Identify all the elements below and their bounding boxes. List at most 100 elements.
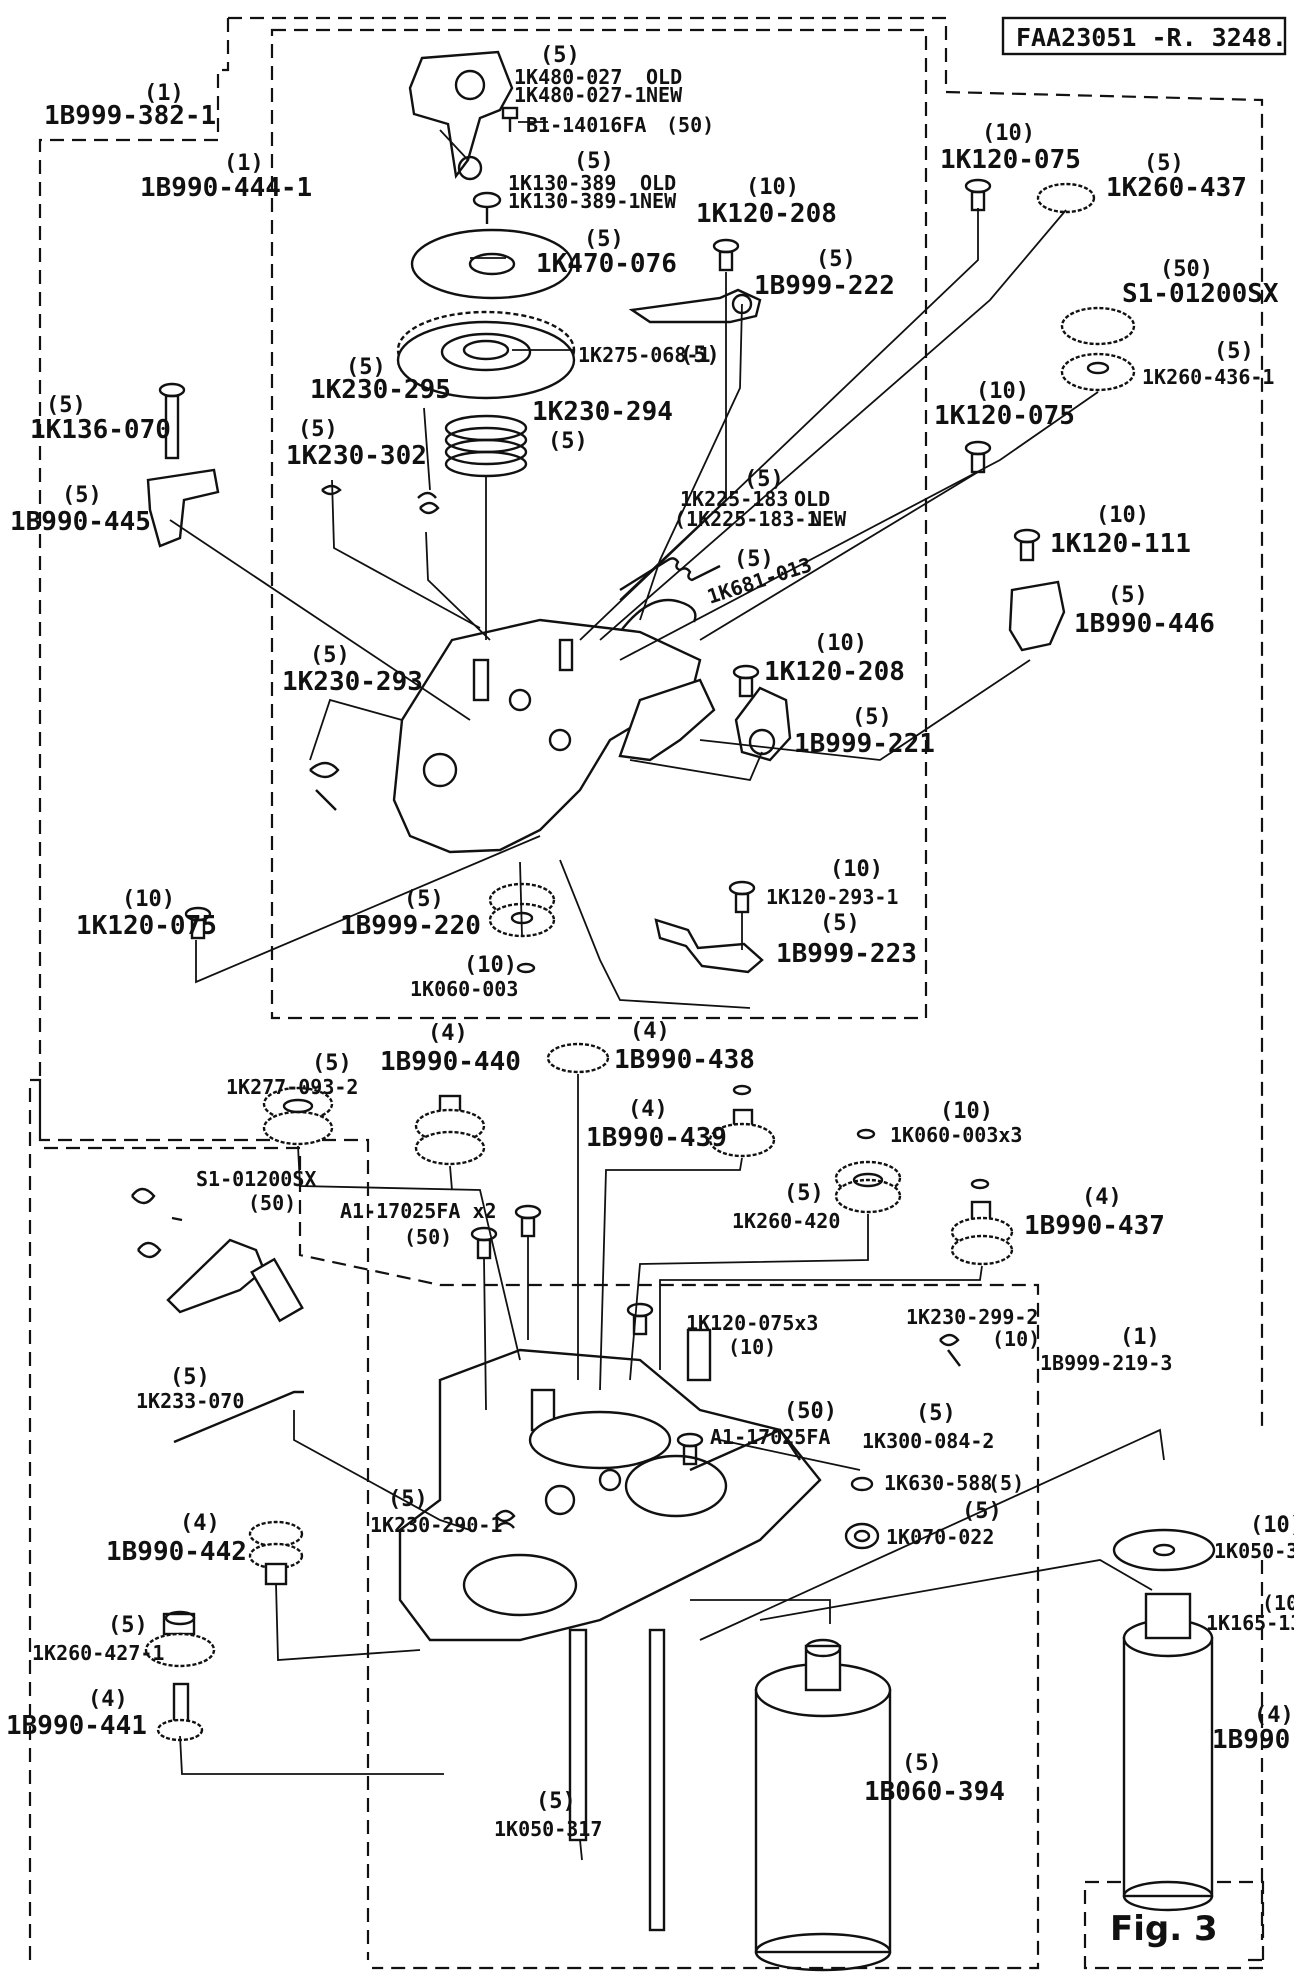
callout-c44-code: 1K120-075x3 [686, 1311, 818, 1335]
bracket-1b990-445-part [146, 468, 220, 548]
callout-c38-qty: (4) [628, 1097, 668, 1122]
callout-c54-code: 1K260-427-1 [32, 1641, 164, 1665]
spring-1k230-299-part [939, 1333, 961, 1367]
callout-c10-qty: (5) [346, 355, 386, 380]
dial-disc-part [410, 228, 574, 300]
roller-part [250, 1257, 304, 1323]
callout-c33-code: 1K120-293-1 [766, 885, 898, 909]
callout-c19-code: S1-01200SX [1122, 279, 1279, 309]
gear-1b990-437-part [950, 1200, 1014, 1266]
callout-c30-qty: (10) [122, 887, 175, 912]
main-plate-lower-part [398, 1348, 822, 1642]
gear-1b999-220-part [488, 882, 556, 938]
callout-c4-note: NEW [646, 83, 683, 107]
callout-c25-code: 1K120-111 [1050, 529, 1191, 559]
callout-c31-code: 1B999-220 [340, 911, 481, 941]
callout-c35-qty: (5) [312, 1051, 352, 1076]
callout-c37-qty: (4) [630, 1019, 670, 1044]
callout-c59-code: 1K165-138 [1206, 1611, 1294, 1635]
callout-c26-code: 1B990-446 [1074, 609, 1215, 639]
callout-c11-qty: (5) [548, 429, 588, 454]
callout-c19-qty: (50) [1160, 257, 1213, 282]
callout-c27-code: 1K230-293 [282, 667, 423, 697]
callout-c50-qty: (5) [988, 1471, 1024, 1495]
spring-1k230-295-part [417, 491, 440, 515]
screw-1k120-075x3-part [626, 1302, 654, 1336]
callout-c43-code: A1-17025FA x2 [340, 1199, 497, 1223]
callout-c14-code: 1B990-445 [10, 507, 151, 537]
callout-c60-code: 1B990- [1212, 1725, 1294, 1755]
callout-c37-code: 1B990-438 [614, 1045, 755, 1075]
callout-c48-code: A1-17025FA [710, 1425, 830, 1449]
bearing-1k070-part [844, 1522, 880, 1550]
callout-c28-qty: (10) [814, 631, 867, 656]
screw-1k120-075c-part [184, 906, 212, 940]
callout-c20-code: 1K260-436-1 [1142, 365, 1274, 389]
callout-c16-code: 1B999-222 [754, 271, 895, 301]
screw-a1-a-part [514, 1204, 542, 1238]
callout-c23-note: NEW [810, 507, 847, 531]
callout-c18-code: 1K260-437 [1106, 173, 1247, 203]
washer-1k630-part [850, 1476, 874, 1492]
callout-c17-qty: (10) [982, 121, 1035, 146]
callout-c15-code: 1K120-208 [696, 199, 837, 229]
callout-c15-qty: (10) [746, 175, 799, 200]
callout-c13-qty: (5) [46, 393, 86, 418]
callout-c3-note: OLD [646, 65, 682, 89]
callout-c1-qty: (1) [144, 81, 184, 106]
callout-labels: (1) 1B999-382-1 (1) 1B990-444-1 (5) 1K48… [6, 43, 1294, 1841]
gear-1k260-436-part [1060, 306, 1136, 392]
main-plate-upper-part [392, 618, 702, 854]
callout-c44-qty: (10) [728, 1335, 776, 1359]
screw-1k120-075-part [964, 178, 992, 212]
screw-b1-part [501, 106, 519, 132]
washer-1k060-003-part [732, 1084, 752, 1096]
gear-1b990-439-part [708, 1108, 776, 1158]
callout-c6-code: 1K130-389 [508, 171, 616, 195]
callout-c60-qty: (4) [1254, 1703, 1294, 1728]
callout-c45-code: 1K230-299-2 [906, 1305, 1038, 1329]
callout-c16-qty: (5) [816, 247, 856, 272]
callout-c18-qty: (5) [1144, 151, 1184, 176]
callout-c58-code: 1K050-3 [1214, 1539, 1294, 1563]
callout-c24-qty: (5) [734, 547, 774, 572]
callout-c9-qty: (5) [680, 343, 720, 368]
callout-c40-code: 1K260-420 [732, 1209, 840, 1233]
callout-c28-code: 1K120-208 [764, 657, 905, 687]
callout-c40-qty: (5) [784, 1181, 824, 1206]
callout-c31-qty: (5) [404, 887, 444, 912]
spring-1k230-293-part [309, 761, 340, 811]
callout-c20-qty: (5) [1214, 339, 1254, 364]
callout-c8-qty: (5) [584, 227, 624, 252]
callout-c51-qty: (5) [962, 1499, 1002, 1524]
callout-c39-qty: (10) [940, 1099, 993, 1124]
screw-1k130-part [472, 191, 502, 224]
callout-c55-qty: (4) [88, 1687, 128, 1712]
screw-1k120-293-part [728, 880, 756, 914]
callout-c6-note: OLD [640, 171, 676, 195]
spring-clip-part [131, 1187, 183, 1259]
callout-c53-qty: (5) [388, 1487, 428, 1512]
callout-c5-qty: (50) [666, 113, 714, 137]
callout-c47-qty: (5) [170, 1365, 210, 1390]
lower-parts [131, 1042, 1216, 1972]
drawing-number: FAA23051 -R. 3248. B [1016, 23, 1294, 52]
callout-c1-code: 1B999-382-1 [44, 101, 216, 131]
callout-c10-code: 1K230-295 [310, 375, 451, 405]
callout-c47-code: 1K233-070 [136, 1389, 244, 1413]
callout-c12-code: 1K230-302 [286, 441, 427, 471]
callout-c56-code: 1K050-317 [494, 1817, 602, 1841]
callout-c22-note: OLD [794, 487, 830, 511]
callout-c34-code: 1B999-223 [776, 939, 917, 969]
callout-c33-qty: (10) [830, 857, 883, 882]
callout-c14-qty: (5) [62, 483, 102, 508]
upper-subassembly-frame [270, 28, 928, 1020]
lever-s1-part [166, 1238, 266, 1314]
spring-1k230-290-part [495, 1509, 516, 1529]
dashed-frames [28, 16, 1265, 1970]
callout-c36-code: 1B990-440 [380, 1047, 521, 1077]
callout-c57-code: 1B060-394 [864, 1777, 1005, 1807]
callout-c5-code: B1-14016FA [526, 113, 646, 137]
callout-c25-qty: (10) [1096, 503, 1149, 528]
screw-1k120-208b-part [732, 664, 760, 698]
